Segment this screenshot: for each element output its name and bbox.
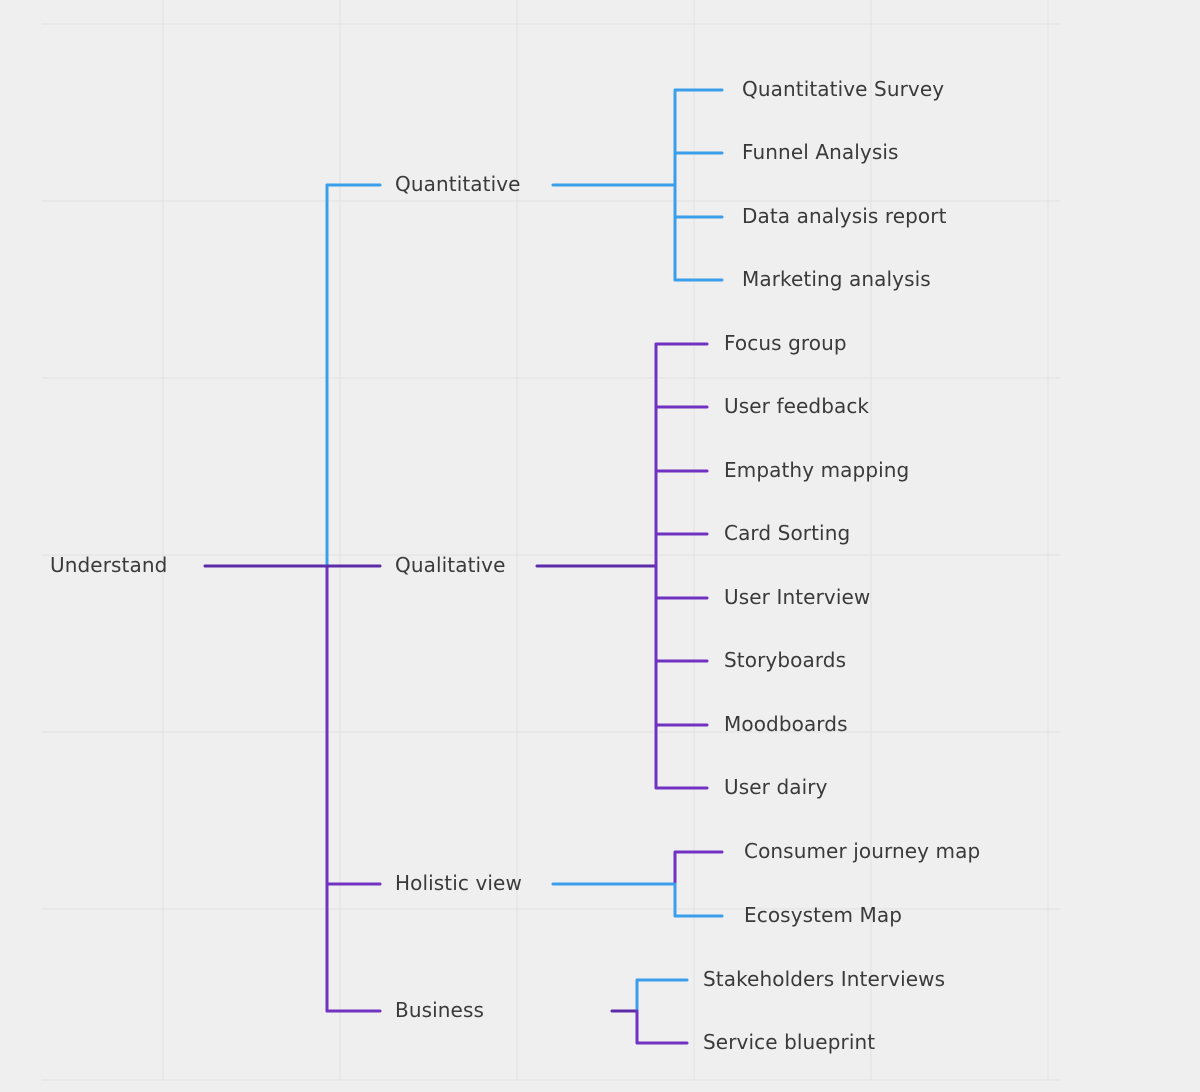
edge-child-link bbox=[654, 532, 709, 568]
edge-child-link bbox=[654, 405, 709, 568]
edge-child-link bbox=[654, 564, 709, 600]
node-label-funnel-analysis[interactable]: Funnel Analysis bbox=[742, 140, 899, 164]
node-label-ecosystem-map[interactable]: Ecosystem Map bbox=[744, 903, 903, 927]
edge-child-link bbox=[673, 88, 724, 187]
node-label-holistic-view[interactable]: Holistic view bbox=[395, 871, 522, 895]
edge-child-link bbox=[635, 1009, 689, 1045]
edge-child-link bbox=[654, 564, 709, 727]
node-label-consumer-journey-map[interactable]: Consumer journey map bbox=[744, 839, 981, 863]
node-label-card-sorting[interactable]: Card Sorting bbox=[724, 521, 851, 545]
edge-child-link bbox=[654, 564, 709, 790]
grid-horizontal-lines bbox=[41, 23, 1061, 1081]
edge-child-link bbox=[654, 469, 709, 568]
node-label-service-blueprint[interactable]: Service blueprint bbox=[703, 1030, 876, 1054]
edge-child-link bbox=[673, 151, 724, 187]
node-label-marketing-analysis[interactable]: Marketing analysis bbox=[742, 267, 931, 291]
node-label-data-analysis-report[interactable]: Data analysis report bbox=[742, 204, 947, 228]
node-label-business[interactable]: Business bbox=[395, 998, 484, 1022]
grid-vertical-lines bbox=[162, 0, 1049, 1081]
node-label-qualitative[interactable]: Qualitative bbox=[395, 553, 506, 577]
node-label-user-interview[interactable]: User Interview bbox=[724, 585, 871, 609]
node-label-storyboards[interactable]: Storyboards bbox=[724, 648, 847, 672]
node-label-stakeholders-interviews[interactable]: Stakeholders Interviews bbox=[703, 967, 946, 991]
node-label-focus-group[interactable]: Focus group bbox=[724, 331, 847, 355]
edge-child-link bbox=[673, 882, 724, 918]
edge-child-link bbox=[654, 564, 709, 663]
edge-child-link bbox=[673, 850, 724, 886]
node-label-empathy-mapping[interactable]: Empathy mapping bbox=[724, 458, 910, 482]
node-label-user-feedback[interactable]: User feedback bbox=[724, 394, 870, 418]
node-label-understand[interactable]: Understand bbox=[50, 553, 168, 577]
edge-child-link bbox=[635, 978, 689, 1013]
node-label-user-dairy[interactable]: User dairy bbox=[724, 775, 828, 799]
edge-child-link bbox=[673, 183, 724, 282]
node-label-quantitative[interactable]: Quantitative bbox=[395, 172, 521, 196]
node-label-moodboards[interactable]: Moodboards bbox=[724, 712, 848, 736]
node-label-quantitative-survey[interactable]: Quantitative Survey bbox=[742, 77, 945, 101]
